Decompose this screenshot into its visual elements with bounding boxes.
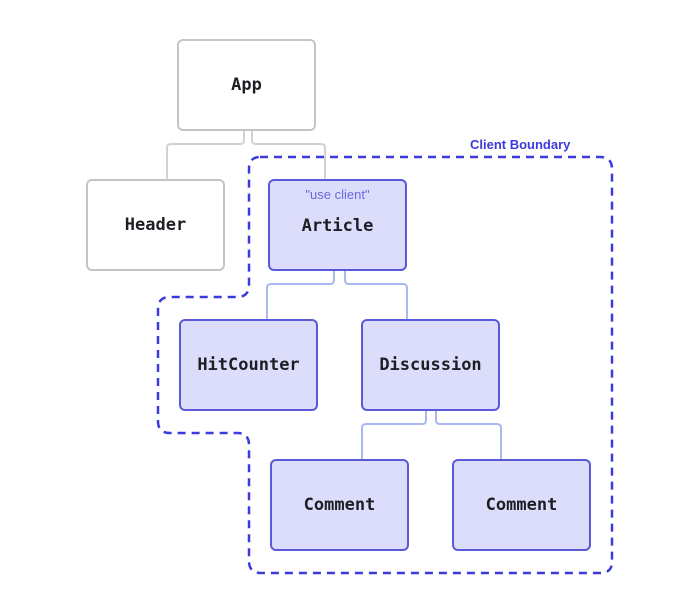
node-app-label: App <box>231 75 262 95</box>
node-article-label: Article <box>301 216 374 236</box>
node-hitcounter: HitCounter <box>179 319 318 411</box>
node-hitcounter-label: HitCounter <box>197 355 300 375</box>
edge-article-hitcounter <box>266 270 335 320</box>
node-comment-1: Comment <box>270 459 409 551</box>
node-app: App <box>177 39 316 131</box>
edge-article-discussion <box>344 270 408 320</box>
edge-app-article <box>251 130 326 180</box>
node-header: Header <box>86 179 225 271</box>
edge-discussion-comment-2 <box>435 410 502 460</box>
node-comment-2-label: Comment <box>485 495 558 515</box>
node-comment-2: Comment <box>452 459 591 551</box>
node-discussion-label: Discussion <box>379 355 482 375</box>
client-boundary-outline <box>156 155 614 575</box>
node-discussion: Discussion <box>361 319 500 411</box>
node-article: "use client" Article <box>268 179 407 271</box>
edge-discussion-comment-1 <box>361 410 427 460</box>
client-boundary-label: Client Boundary <box>470 137 571 152</box>
node-comment-1-label: Comment <box>303 495 376 515</box>
edge-app-header <box>166 130 245 180</box>
node-header-label: Header <box>124 215 187 235</box>
use-client-directive: "use client" <box>305 187 370 202</box>
